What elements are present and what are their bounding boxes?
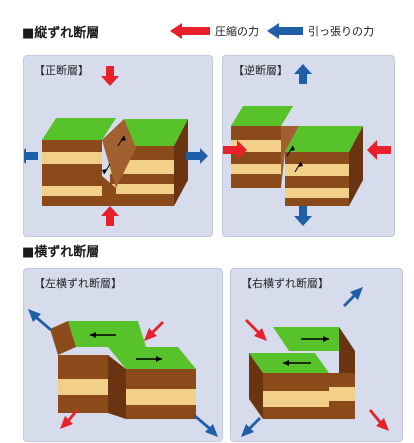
- left-lateral-label: 【左横ずれ断層】: [34, 277, 122, 290]
- blue-arrow-icon: [267, 23, 303, 39]
- normal-fault-panel: 【正断層】: [23, 55, 213, 237]
- right-lateral-diagram: [241, 287, 389, 437]
- legend-compression: 圧縮の力: [215, 25, 259, 38]
- left-lateral-diagram: [28, 309, 218, 437]
- right-lateral-panel: 【右横ずれ断層】: [230, 268, 403, 442]
- red-arrow-icon: [170, 23, 210, 39]
- normal-fault-label: 【正断層】: [34, 64, 89, 77]
- left-lateral-panel: 【左横ずれ断層】: [23, 268, 223, 442]
- legend-tension: 引っ張りの力: [308, 25, 374, 38]
- vertical-fault-heading: ■縦ずれ断層: [22, 22, 99, 41]
- strike-slip-title: ■横ずれ断層: [22, 245, 100, 260]
- normal-fault-diagram: [24, 66, 208, 226]
- reverse-fault-label: 【逆断層】: [233, 64, 288, 77]
- reverse-fault-panel: 【逆断層】: [222, 55, 395, 237]
- reverse-fault-diagram: [223, 64, 391, 226]
- strike-slip-heading: ■横ずれ断層: [22, 241, 99, 260]
- vertical-fault-title: ■縦ずれ断層: [22, 26, 100, 41]
- legend: 圧縮の力 引っ張りの力: [168, 22, 374, 40]
- right-lateral-label: 【右横ずれ断層】: [241, 277, 329, 290]
